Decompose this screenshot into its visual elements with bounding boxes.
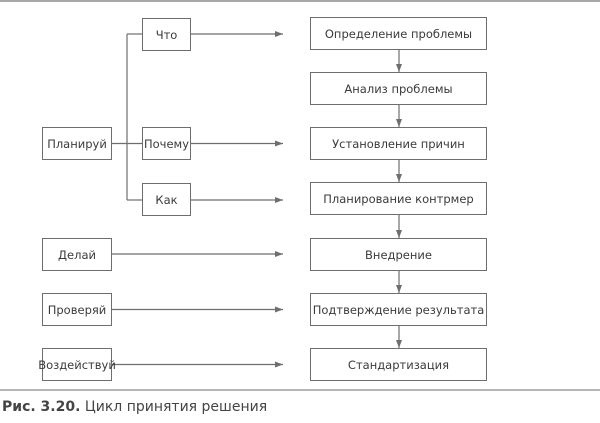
check-box: Проверяй: [42, 293, 112, 326]
what-box: Что: [142, 18, 191, 51]
plan-box: Планируй: [42, 127, 112, 160]
figure-caption: Рис. 3.20. Цикл принятия решения: [2, 399, 267, 415]
step-plan-countermeasures: Планирование контрмер: [310, 182, 487, 215]
how-box: Как: [142, 183, 191, 216]
step-find-causes: Установление причин: [310, 127, 487, 160]
step-analyze-problem: Анализ проблемы: [310, 72, 487, 105]
step-define-problem: Определение проблемы: [310, 17, 487, 50]
act-box: Воздействуй: [38, 348, 116, 381]
step-implement: Внедрение: [310, 238, 487, 271]
caption-text: Цикл принятия решения: [84, 399, 268, 415]
step-standardize: Стандартизация: [310, 348, 487, 381]
caption-label: Рис. 3.20.: [2, 399, 81, 415]
why-box: Почему: [142, 127, 191, 160]
step-confirm-result: Подтверждение результата: [310, 293, 487, 326]
do-box: Делай: [42, 238, 112, 271]
